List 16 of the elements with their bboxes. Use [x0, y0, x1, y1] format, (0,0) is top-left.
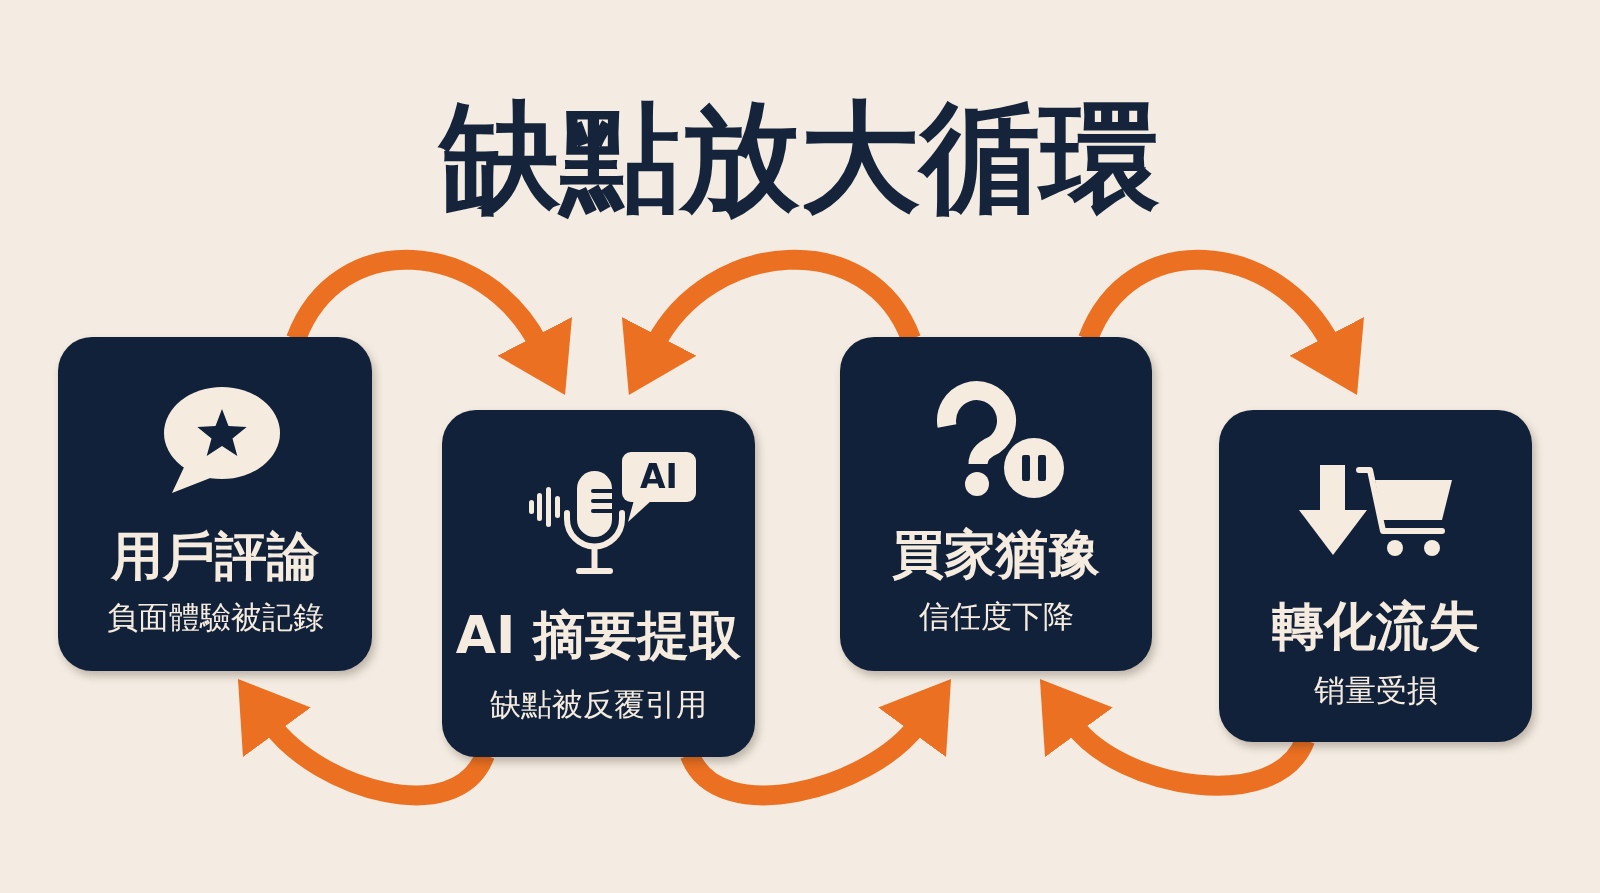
curved-arrow [1079, 249, 1362, 393]
card-subtitle: 信任度下降 [918, 597, 1074, 636]
card-subtitle: 負面體驗被記錄 [106, 598, 324, 637]
step-card [442, 410, 755, 757]
step-card [58, 337, 372, 671]
curved-arrow [624, 249, 921, 393]
curved-arrow [287, 249, 570, 393]
card-title: 轉化流失 [1271, 595, 1480, 657]
diagram-title: 缺點放大循環 [440, 87, 1160, 229]
card-subtitle: 缺點被反覆引用 [490, 685, 707, 724]
card-subtitle: 销量受損 [1313, 671, 1438, 710]
step-card [1219, 410, 1532, 742]
card-title: AI 摘要提取 [455, 604, 742, 666]
card-title: 用戶評論 [111, 525, 319, 587]
card-title: 買家猶豫 [892, 523, 1100, 585]
step-card [840, 337, 1152, 671]
